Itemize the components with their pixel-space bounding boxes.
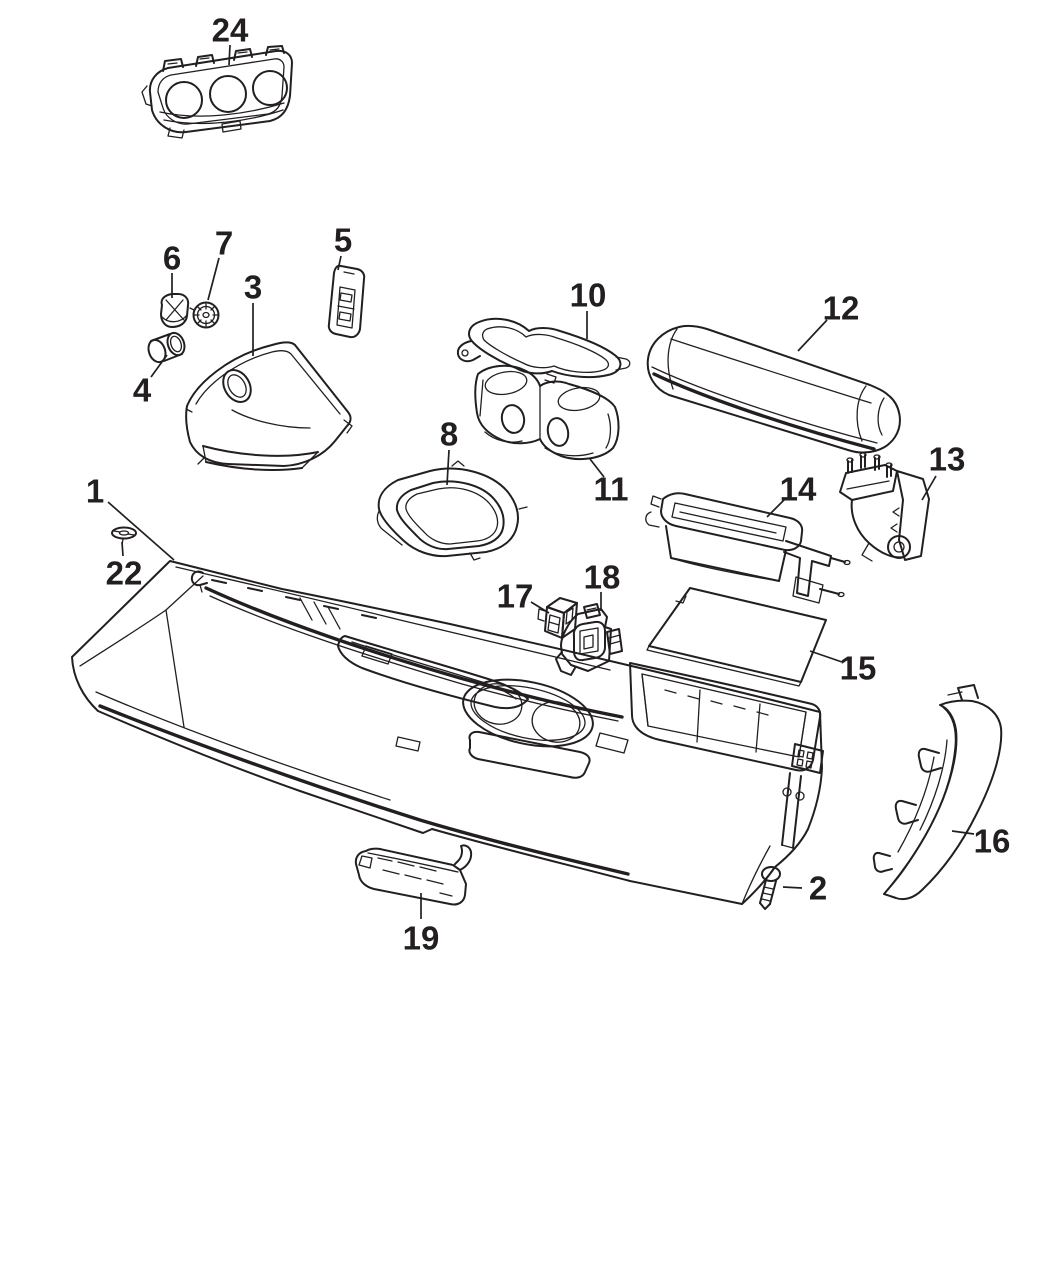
callout-number-19: 19 xyxy=(403,920,440,957)
callout-10: 10 xyxy=(570,277,607,339)
callout-number-6: 6 xyxy=(163,240,181,277)
callout-leader-line-14 xyxy=(766,497,787,518)
callout-leader-line-24 xyxy=(228,44,231,66)
callout-number-3: 3 xyxy=(244,269,262,306)
callout-number-11: 11 xyxy=(594,471,629,508)
part-15-liner-mat-drawing xyxy=(646,587,827,687)
callout-8: 8 xyxy=(440,416,458,486)
callout-leader-line-13 xyxy=(921,475,937,501)
callout-number-10: 10 xyxy=(570,277,607,314)
callout-number-17: 17 xyxy=(497,578,534,615)
callout-leader-line-5 xyxy=(337,255,342,271)
callout-number-15: 15 xyxy=(840,650,877,687)
callout-3: 3 xyxy=(244,269,262,356)
callout-number-5: 5 xyxy=(334,222,352,259)
callout-11: 11 xyxy=(589,458,629,508)
callout-number-16: 16 xyxy=(974,823,1011,860)
callout-leader-line-1 xyxy=(107,501,175,561)
parts-line-art xyxy=(71,45,1003,910)
part-11-cupholder-drawing xyxy=(474,364,620,461)
callout-18: 18 xyxy=(584,559,621,611)
callout-number-4: 4 xyxy=(133,372,152,409)
callout-4: 4 xyxy=(133,354,168,409)
callout-leader-line-8 xyxy=(446,449,450,486)
part-14-storage-bin-drawing xyxy=(645,492,851,604)
part-6-cap-drawing xyxy=(160,293,190,328)
callout-leader-line-15 xyxy=(809,650,843,663)
callout-leader-line-12 xyxy=(797,319,828,352)
part-8-shifter-bezel-drawing xyxy=(376,460,528,561)
callout-number-2: 2 xyxy=(809,870,827,907)
callout-number-22: 22 xyxy=(106,555,143,592)
part-4-socket-drawing xyxy=(147,331,186,364)
callout-2: 2 xyxy=(782,870,827,907)
callout-1: 1 xyxy=(86,473,175,561)
callout-15: 15 xyxy=(809,650,877,687)
part-12-armrest-drawing xyxy=(646,324,901,454)
callout-leader-line-17 xyxy=(530,601,550,614)
callout-number-24: 24 xyxy=(212,12,249,49)
callout-number-14: 14 xyxy=(780,471,817,508)
part-13-hinge-drawing xyxy=(839,452,930,562)
callout-number-7: 7 xyxy=(215,225,233,262)
part-5-switch-bezel-drawing xyxy=(327,264,366,339)
callout-17: 17 xyxy=(497,578,550,615)
part-2-screw-drawing xyxy=(759,866,781,910)
part-22-clip-drawing xyxy=(111,526,137,546)
callout-leader-line-16 xyxy=(951,830,975,835)
callout-7: 7 xyxy=(207,225,233,301)
part-18-outlet-module-drawing xyxy=(555,603,623,676)
part-7-outlet-cap-drawing xyxy=(189,301,220,329)
callout-number-8: 8 xyxy=(440,416,458,453)
callout-12: 12 xyxy=(797,290,860,352)
callout-6: 6 xyxy=(163,240,181,298)
part-3-front-trim-drawing xyxy=(185,341,353,471)
callout-leader-line-22 xyxy=(121,541,124,557)
part-17-switch-drawing xyxy=(537,597,578,639)
callout-5: 5 xyxy=(334,222,352,271)
part-10-cupholder-gasket-drawing xyxy=(456,317,631,384)
part-16-side-trim-drawing xyxy=(872,684,1003,901)
callout-leader-line-11 xyxy=(589,458,605,478)
callout-24: 24 xyxy=(212,12,249,66)
callout-number-12: 12 xyxy=(823,290,860,327)
callout-19: 19 xyxy=(403,893,440,957)
callout-leader-line-2 xyxy=(782,886,803,889)
part-24-control-bezel-drawing xyxy=(141,45,293,139)
callout-13: 13 xyxy=(921,441,966,501)
callout-22: 22 xyxy=(106,541,143,592)
part-19-bracket-drawing xyxy=(354,844,473,906)
callout-number-18: 18 xyxy=(584,559,621,596)
callout-leader-line-4 xyxy=(150,354,168,378)
callout-14: 14 xyxy=(766,471,817,518)
callout-number-13: 13 xyxy=(929,441,966,478)
part-1-console-body-drawing xyxy=(71,560,824,905)
callout-number-1: 1 xyxy=(86,473,104,510)
callout-leader-line-7 xyxy=(207,257,220,301)
callout-16: 16 xyxy=(951,823,1011,860)
